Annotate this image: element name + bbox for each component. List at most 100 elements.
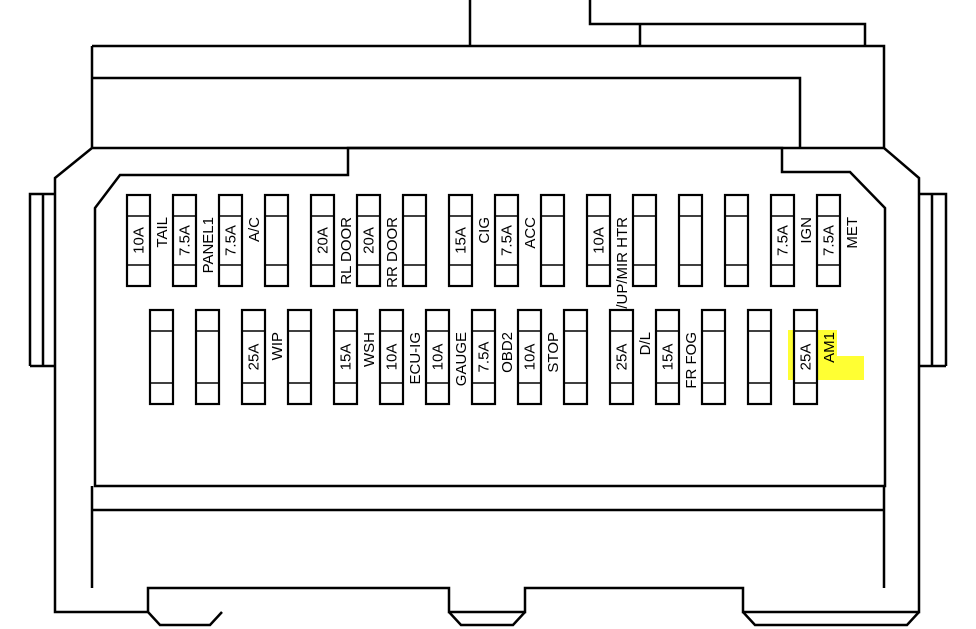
fuse-circuit-label: OBD2 bbox=[499, 332, 516, 373]
fuse-body bbox=[723, 193, 750, 288]
fuse-body bbox=[171, 193, 198, 288]
fuse-circuit-label: WSH bbox=[361, 332, 378, 367]
fuse-body bbox=[286, 308, 313, 406]
fuse-amperage: 10A bbox=[131, 227, 148, 254]
fuse-body bbox=[585, 193, 612, 288]
fuse-body bbox=[516, 308, 543, 406]
fuse-body bbox=[608, 308, 635, 406]
fuse-bottom-15: 25A AM1 bbox=[788, 308, 864, 406]
fuse-body bbox=[148, 308, 175, 406]
fuse-bottom-12: 15A FR FOG bbox=[654, 308, 700, 406]
fuse-amperage: 15A bbox=[453, 227, 470, 254]
fuse-body bbox=[470, 308, 497, 406]
fuse-body bbox=[631, 193, 658, 288]
fuse-circuit-label: ID/UP/MIR HTR bbox=[614, 217, 631, 324]
fuse-amperage: 20A bbox=[315, 227, 332, 254]
fuse-body bbox=[815, 193, 842, 288]
fuse-top-7 bbox=[401, 193, 428, 288]
fuse-body bbox=[539, 193, 566, 288]
housing-lower-band bbox=[90, 486, 886, 588]
fuse-bottom-10 bbox=[562, 308, 589, 406]
fuse-bottom-14 bbox=[746, 308, 773, 406]
fuse-circuit-label: ECU-IG bbox=[407, 332, 424, 385]
fuse-body bbox=[240, 308, 267, 406]
fuse-body bbox=[309, 193, 336, 288]
fuse-amperage: 10A bbox=[591, 227, 608, 254]
fuse-top-4 bbox=[263, 193, 290, 288]
fuse-body bbox=[424, 308, 451, 406]
fuse-amperage: 10A bbox=[430, 344, 447, 371]
fuse-bottom-5: 15A WSH bbox=[332, 308, 378, 406]
fuse-body bbox=[677, 193, 704, 288]
fuse-circuit-label: FR FOG bbox=[683, 332, 700, 389]
fuse-top-8: 15A CIG bbox=[447, 193, 493, 288]
fuse-cavity bbox=[93, 146, 887, 488]
fuse-amperage: 10A bbox=[384, 344, 401, 371]
fuse-body bbox=[746, 308, 773, 406]
fuse-circuit-label: RL DOOR bbox=[338, 217, 355, 285]
fuse-bottom-3: 25A WIP bbox=[240, 308, 286, 406]
fuse-amperage: 25A bbox=[798, 344, 815, 371]
fuse-bottom-6: 10A ECU-IG bbox=[378, 308, 424, 406]
side-clip-left bbox=[28, 192, 55, 368]
fuse-top-5: 20A RL DOOR bbox=[309, 193, 355, 288]
fuse-bottom-13 bbox=[700, 308, 727, 406]
fuse-body bbox=[447, 193, 474, 288]
fuse-top-10 bbox=[539, 193, 566, 288]
housing-upper bbox=[90, 44, 886, 148]
fuse-body bbox=[792, 308, 819, 406]
fuse-body bbox=[769, 193, 796, 288]
fuse-body bbox=[401, 193, 428, 288]
fuse-amperage: 25A bbox=[246, 344, 263, 371]
fuse-body bbox=[654, 308, 681, 406]
fuse-body bbox=[263, 193, 290, 288]
fuse-circuit-label: ACC bbox=[522, 217, 539, 249]
fuse-amperage: 7.5A bbox=[223, 225, 240, 256]
fuse-amperage: 7.5A bbox=[476, 342, 493, 373]
fuse-amperage: 15A bbox=[338, 344, 355, 371]
side-clip-right bbox=[919, 192, 948, 368]
fuse-amperage: 15A bbox=[660, 344, 677, 371]
fuse-top-13 bbox=[677, 193, 704, 288]
mount-feet bbox=[147, 611, 920, 627]
fuse-top-11: 10A ID/UP/MIR HTR bbox=[585, 193, 631, 324]
fuse-circuit-label: WIP bbox=[269, 332, 286, 360]
fuse-amperage: 7.5A bbox=[775, 225, 792, 256]
fuse-body bbox=[700, 308, 727, 406]
fuse-body bbox=[217, 193, 244, 288]
fuse-body bbox=[562, 308, 589, 406]
fuse-amperage: 7.5A bbox=[499, 225, 516, 256]
fuse-top-14 bbox=[723, 193, 750, 288]
fuse-circuit-label: CIG bbox=[476, 217, 493, 244]
fuse-circuit-label: AM1 bbox=[821, 332, 838, 363]
fuse-top-12 bbox=[631, 193, 658, 288]
fuse-circuit-label: PANEL1 bbox=[200, 217, 217, 273]
fuse-circuit-label: STOP bbox=[545, 332, 562, 373]
fuse-amperage: 20A bbox=[361, 227, 378, 254]
fuse-body bbox=[332, 308, 359, 406]
fuse-amperage: 7.5A bbox=[177, 225, 194, 256]
fuse-amperage: 7.5A bbox=[821, 225, 838, 256]
fuse-body bbox=[355, 193, 382, 288]
fuse-bottom-7: 10A GAUGE bbox=[424, 308, 470, 406]
fuse-amperage: 25A bbox=[614, 344, 631, 371]
fuse-body bbox=[194, 308, 221, 406]
fuse-body bbox=[378, 308, 405, 406]
fuse-bottom-1 bbox=[148, 308, 175, 406]
fuse-top-9: 7.5A ACC bbox=[493, 193, 539, 288]
fuse-top-2: 7.5A PANEL1 bbox=[171, 193, 217, 288]
fuse-circuit-label: GAUGE bbox=[453, 332, 470, 386]
fuse-body bbox=[493, 193, 520, 288]
fuse-body bbox=[125, 193, 152, 288]
fuse-bottom-2 bbox=[194, 308, 221, 406]
